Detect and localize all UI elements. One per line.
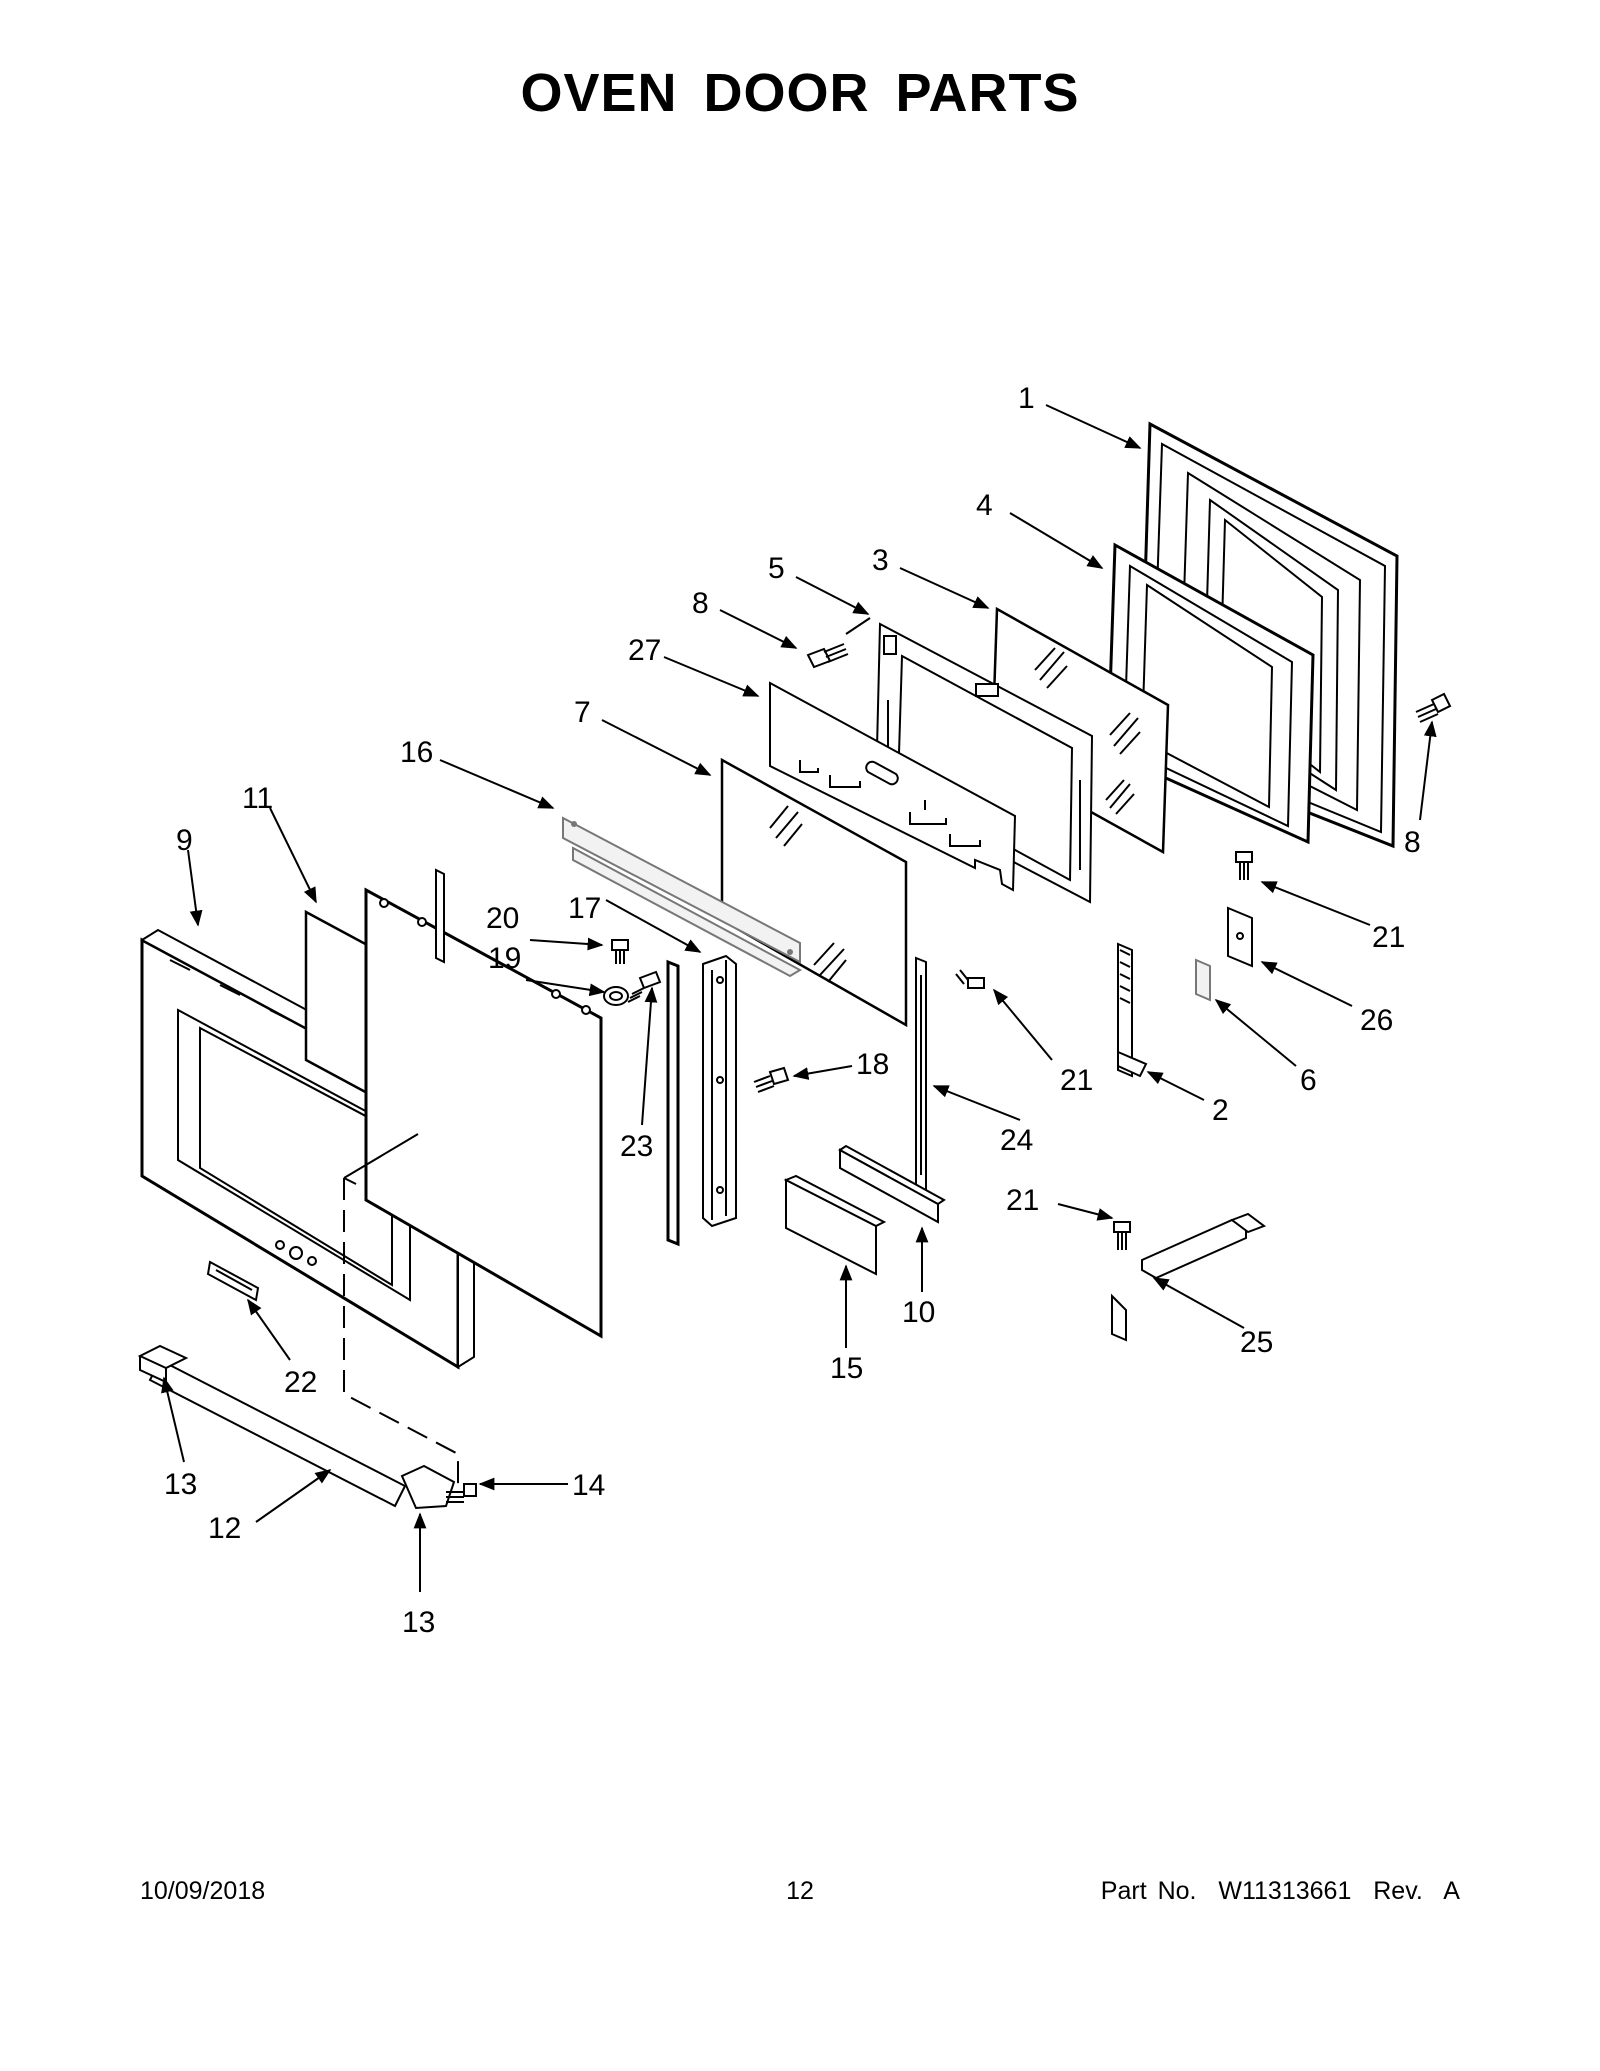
part-side-strip bbox=[666, 959, 680, 1247]
callout-18: 18 bbox=[856, 1048, 889, 1081]
callout-8-top: 8 bbox=[692, 587, 709, 620]
footer-part-number: Part No. W11313661 Rev. A bbox=[1100, 1877, 1460, 1905]
callout-27: 27 bbox=[628, 634, 661, 667]
part-badge bbox=[206, 1260, 260, 1302]
assembly-guide-line-top bbox=[343, 1133, 419, 1185]
callout-7: 7 bbox=[574, 696, 591, 729]
callout-11: 11 bbox=[242, 782, 273, 815]
callout-6: 6 bbox=[1300, 1064, 1317, 1097]
callout-26: 26 bbox=[1360, 1004, 1393, 1037]
part-bracket-6 bbox=[1195, 958, 1211, 1002]
part-screw-14 bbox=[446, 1483, 477, 1503]
part-hinge-2 bbox=[1117, 942, 1148, 1078]
part-screw-23 bbox=[627, 970, 662, 1003]
callout-15: 15 bbox=[830, 1352, 863, 1385]
part-handle-endcap-left bbox=[137, 1344, 189, 1384]
part-screw-21-lower bbox=[1113, 1221, 1131, 1250]
part-handle-endcap-right bbox=[400, 1464, 456, 1510]
part-hinge-channel bbox=[702, 954, 737, 1228]
footer-date: 10/09/2018 bbox=[140, 1877, 266, 1905]
part-hinge-guide-10 bbox=[838, 1144, 946, 1224]
callout-13-left: 13 bbox=[164, 1468, 197, 1501]
callout-10: 10 bbox=[902, 1296, 935, 1329]
callout-23: 23 bbox=[620, 1130, 653, 1163]
part-hinge-guide-15 bbox=[783, 1174, 887, 1276]
part-screw-21-middle bbox=[955, 969, 985, 989]
callout-16: 16 bbox=[400, 736, 433, 769]
callout-3: 3 bbox=[872, 544, 889, 577]
callout-2: 2 bbox=[1212, 1094, 1229, 1127]
page-title: OVEN DOOR PARTS bbox=[520, 63, 1080, 123]
part-hinge-receptacle bbox=[1111, 1212, 1267, 1342]
part-screw-18 bbox=[753, 1066, 790, 1093]
assembly-guide-line bbox=[343, 1178, 459, 1486]
part-bushing-19 bbox=[603, 986, 629, 1006]
callout-17: 17 bbox=[568, 892, 601, 925]
part-hinge-rod bbox=[915, 956, 927, 1194]
callout-21-upper: 21 bbox=[1372, 921, 1405, 954]
part-screw-21-upper bbox=[1235, 851, 1253, 880]
callout-12: 12 bbox=[208, 1512, 241, 1545]
part-heat-shield bbox=[769, 681, 1017, 892]
callout-9: 9 bbox=[176, 824, 193, 857]
part-door-gasket-panel bbox=[364, 887, 603, 1339]
callout-13-bottom: 13 bbox=[402, 1606, 435, 1639]
part-inner-glass bbox=[720, 757, 908, 1028]
callout-8-right: 8 bbox=[1404, 826, 1421, 859]
callout-5: 5 bbox=[768, 552, 785, 585]
callout-1: 1 bbox=[1018, 382, 1035, 415]
part-glass-support-bracket bbox=[874, 622, 1094, 904]
part-clip-26 bbox=[1227, 906, 1253, 968]
leader-lines bbox=[161, 404, 1437, 1592]
callout-22: 22 bbox=[284, 1366, 317, 1399]
callout-20: 20 bbox=[486, 902, 519, 935]
callout-21-lower: 21 bbox=[1006, 1184, 1039, 1217]
footer-page-number: 12 bbox=[786, 1877, 814, 1905]
callout-25: 25 bbox=[1240, 1326, 1273, 1359]
part-top-trim bbox=[562, 816, 803, 978]
part-screw-8-left bbox=[806, 643, 849, 669]
callout-14: 14 bbox=[572, 1469, 605, 1502]
part-vertical-strip-left bbox=[435, 868, 445, 964]
callout-24: 24 bbox=[1000, 1124, 1033, 1157]
part-screw-8-right bbox=[1415, 692, 1452, 723]
callout-4: 4 bbox=[976, 489, 993, 522]
callout-21-middle: 21 bbox=[1060, 1064, 1093, 1097]
part-screw-20 bbox=[611, 939, 629, 964]
callout-labels: 1 4 5 3 8 27 7 16 11 9 8 21 20 17 19 26 … bbox=[164, 382, 1421, 1639]
callout-19: 19 bbox=[488, 942, 521, 975]
